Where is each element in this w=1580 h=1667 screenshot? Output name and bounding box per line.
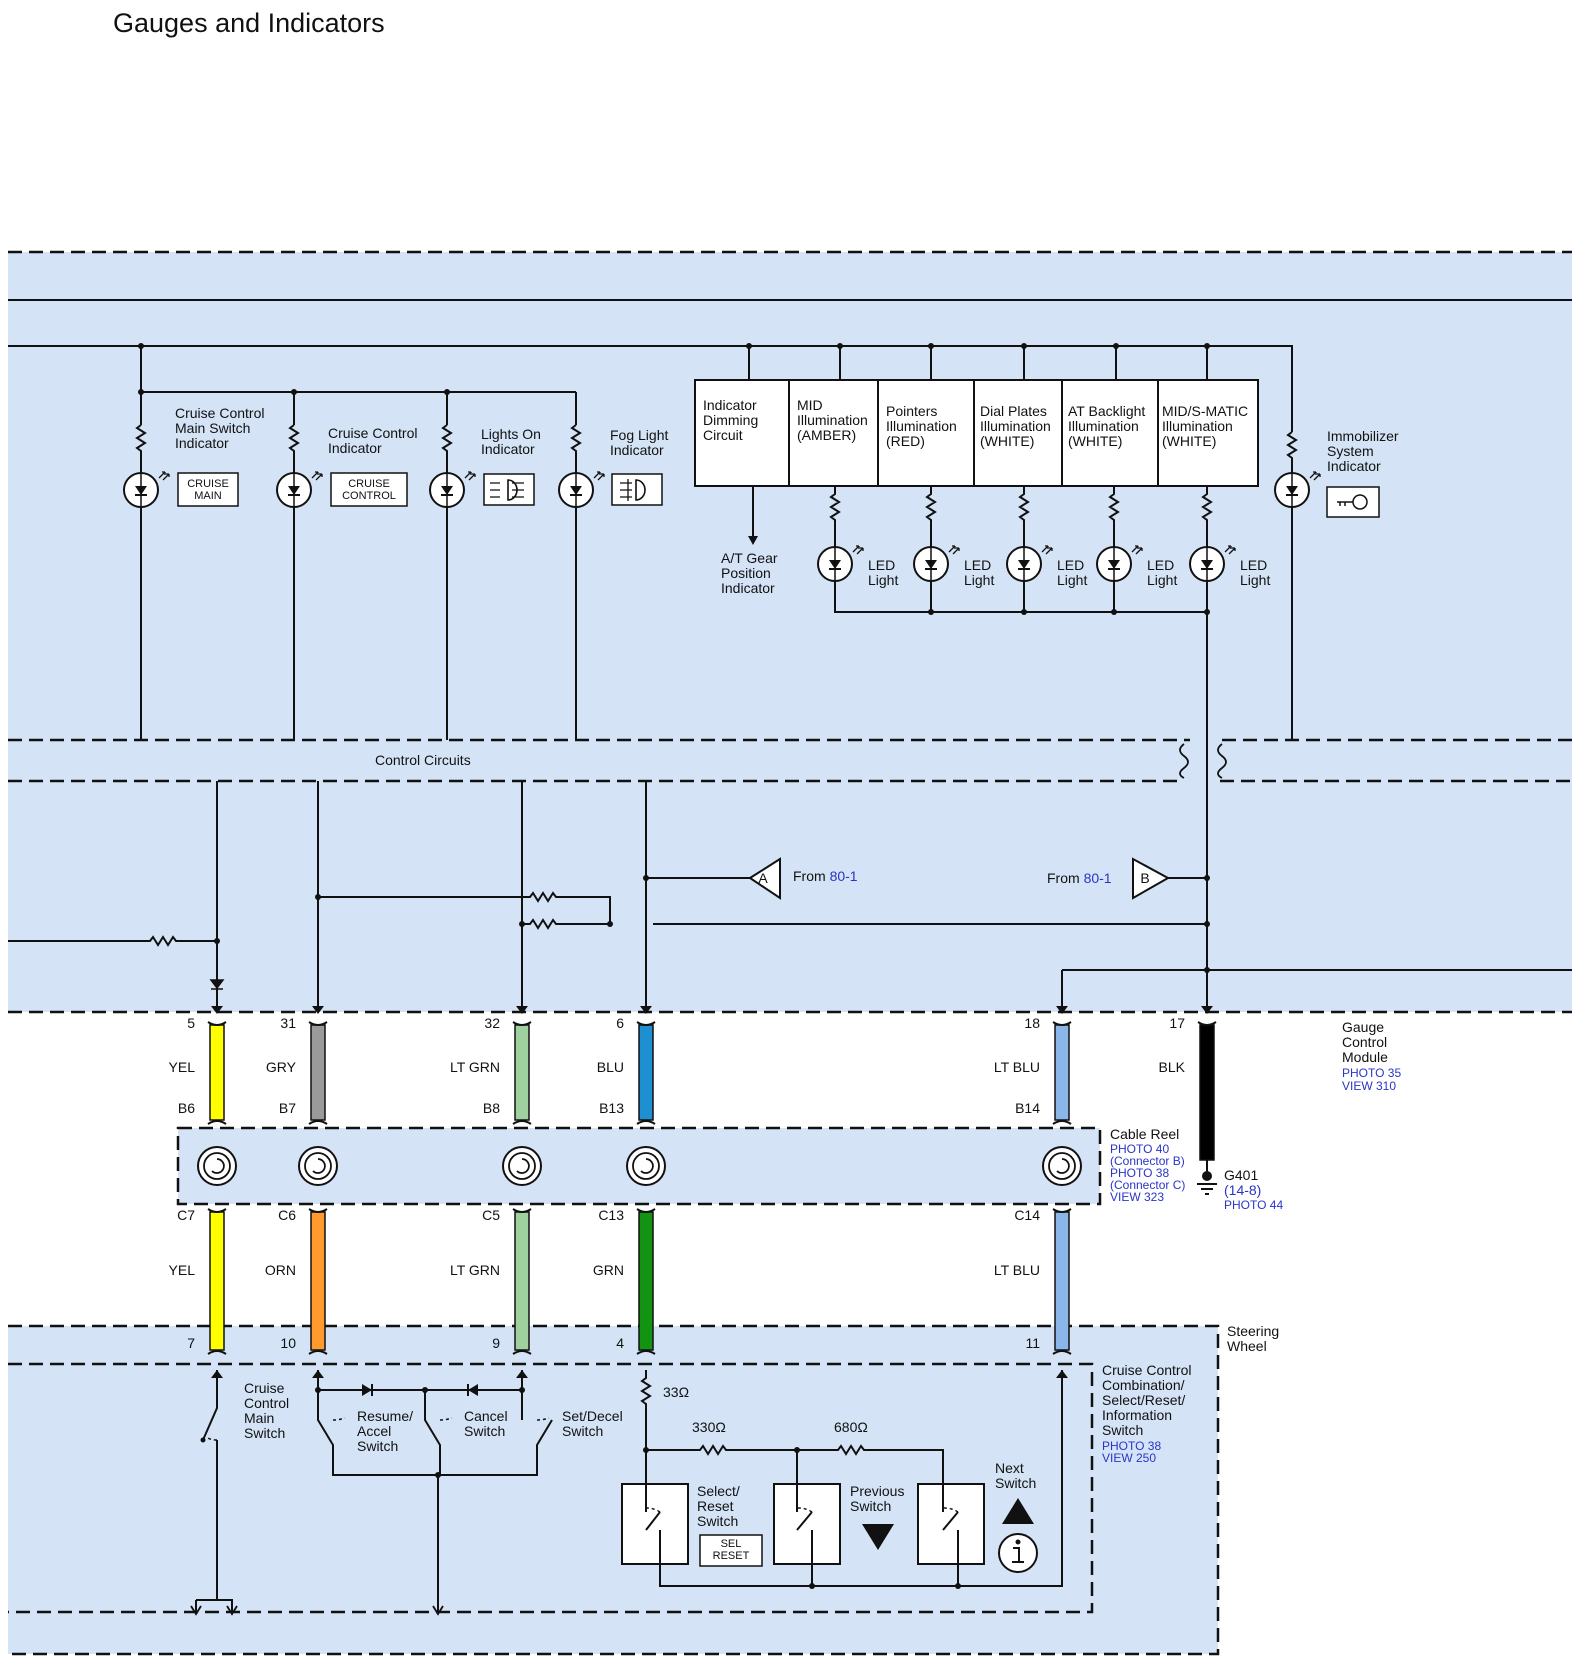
wire-lt-grn — [514, 1211, 530, 1351]
upper-pin-5: 5 — [187, 1015, 195, 1031]
headlight-icon — [483, 473, 535, 506]
wire-blu — [638, 1024, 654, 1121]
wire-lt-grn — [514, 1024, 530, 1121]
from-a-label: From 80-1 — [793, 868, 858, 884]
lower-color-label: GRN — [593, 1262, 624, 1278]
resistor-680-label: 680Ω — [834, 1419, 868, 1435]
wire-grn — [638, 1211, 654, 1351]
lower-color-label: ORN — [265, 1262, 296, 1278]
wire-orn — [310, 1211, 326, 1351]
from-a-letter: A — [758, 870, 768, 886]
previous-arrow-icon — [862, 1524, 894, 1550]
lower-conn-C6: C6 — [278, 1207, 296, 1223]
upper-conn-B14: B14 — [1015, 1100, 1040, 1116]
wire-lt-blu — [1054, 1211, 1070, 1351]
wire-yel — [209, 1211, 225, 1351]
upper-conn-B6: B6 — [178, 1100, 195, 1116]
upper-color-label: YEL — [169, 1059, 196, 1075]
upper-conn-B8: B8 — [483, 1100, 500, 1116]
gauge-module-panel — [8, 252, 1572, 1012]
upper-color-label: LT BLU — [994, 1059, 1040, 1075]
next-arrow-icon — [1002, 1498, 1034, 1524]
ground-label: G401(14-8)PHOTO 44 — [1224, 1167, 1283, 1212]
lower-color-label: LT GRN — [450, 1262, 500, 1278]
upper-pin-32: 32 — [484, 1015, 500, 1031]
control-circuits-label: Control Circuits — [375, 752, 471, 768]
upper-color-label: BLU — [597, 1059, 624, 1075]
lower-conn-C14: C14 — [1014, 1207, 1040, 1223]
lower-pin-11: 11 — [1025, 1335, 1040, 1351]
lower-pin-4: 4 — [616, 1335, 624, 1351]
steering-wheel-panel — [8, 1326, 1218, 1654]
upper-color-label: GRY — [266, 1059, 297, 1075]
from-b-letter: B — [1140, 870, 1149, 886]
upper-pin-17: 17 — [1169, 1015, 1185, 1031]
wire-gry — [310, 1024, 326, 1121]
upper-conn-B13: B13 — [599, 1100, 624, 1116]
lower-color-label: YEL — [169, 1262, 196, 1278]
info-icon — [998, 1533, 1038, 1573]
lower-conn-C5: C5 — [482, 1207, 500, 1223]
immobilizer-key-icon — [1326, 486, 1380, 518]
lower-conn-C13: C13 — [598, 1207, 624, 1223]
upper-color-label: BLK — [1159, 1059, 1186, 1075]
upper-color-label: LT GRN — [450, 1059, 500, 1075]
upper-pin-6: 6 — [616, 1015, 624, 1031]
lower-pin-10: 10 — [280, 1335, 296, 1351]
upper-pin-31: 31 — [280, 1015, 296, 1031]
resistor-330-label: 330Ω — [692, 1419, 726, 1435]
resistor-33-label: 33Ω — [663, 1384, 689, 1400]
wire-lt-blu — [1054, 1024, 1070, 1121]
wire-yel — [209, 1024, 225, 1121]
lower-pin-7: 7 — [187, 1335, 195, 1351]
lower-conn-C7: C7 — [177, 1207, 195, 1223]
from-b-label: From 80-1 — [1047, 870, 1112, 886]
lower-color-label: LT BLU — [994, 1262, 1040, 1278]
lower-pin-9: 9 — [492, 1335, 500, 1351]
upper-pin-18: 18 — [1024, 1015, 1040, 1031]
upper-conn-B7: B7 — [279, 1100, 296, 1116]
fog-light-icon — [611, 473, 663, 506]
wire-blk — [1199, 1024, 1215, 1161]
page-title: Gauges and Indicators — [113, 8, 385, 38]
